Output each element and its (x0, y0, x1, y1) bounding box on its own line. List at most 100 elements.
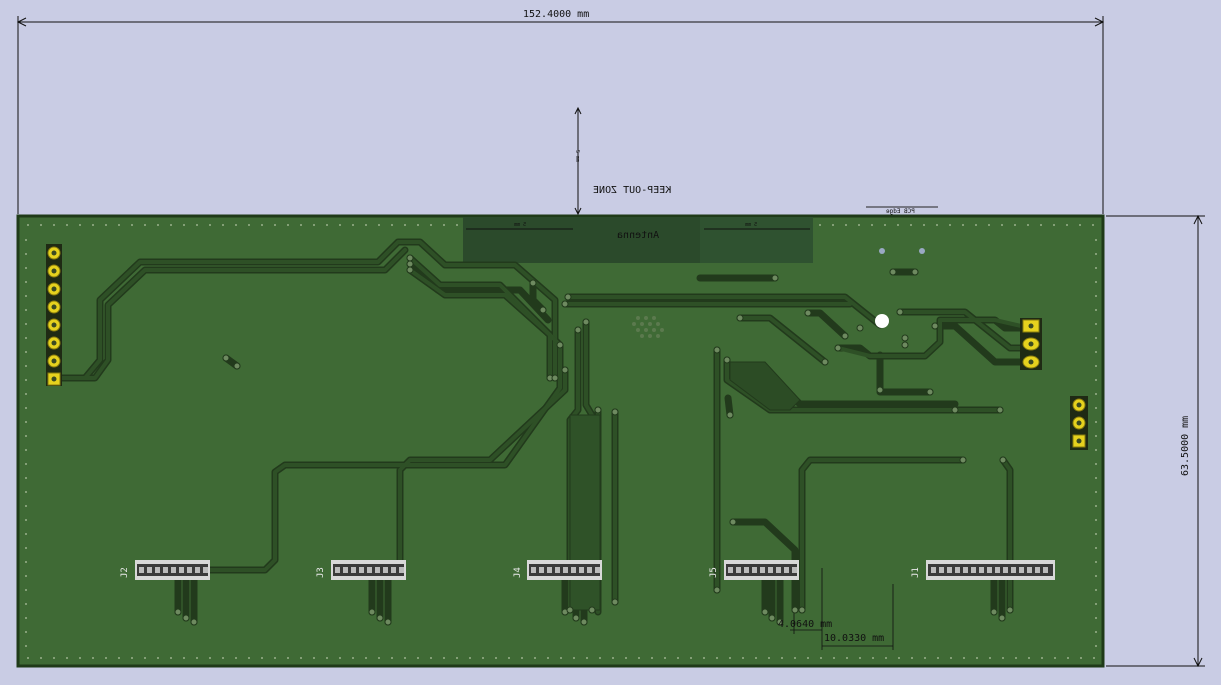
ref-j5: J5 (709, 567, 719, 578)
antenna-label: Antenna (617, 230, 660, 241)
stitch-via (25, 239, 27, 241)
keepout-depth-label: 5 mm (574, 150, 580, 163)
stitch-via (910, 224, 912, 226)
stitch-via (25, 435, 27, 437)
stitch-via (378, 224, 380, 226)
stitch-via (534, 657, 536, 659)
stitch-via (1095, 421, 1097, 423)
stitch-via (599, 657, 601, 659)
stitch-via (1095, 379, 1097, 381)
connector-j4[interactable] (527, 560, 602, 580)
test-point-1[interactable] (879, 248, 885, 254)
stitch-via (144, 657, 146, 659)
stitch-via (1014, 224, 1016, 226)
connector-j3[interactable] (331, 560, 406, 580)
stitch-via (417, 224, 419, 226)
stitching-vias (25, 224, 1097, 659)
stitch-via (287, 224, 289, 226)
stitch-via (261, 657, 263, 659)
stitch-via (1095, 505, 1097, 507)
stitch-via (1095, 323, 1097, 325)
stitch-via (79, 657, 81, 659)
board-height-label: 63.5000 mm (1180, 415, 1191, 476)
pcb-board[interactable] (16, 214, 1105, 668)
stitch-via (105, 657, 107, 659)
stitch-via (1040, 224, 1042, 226)
stitch-via (25, 323, 27, 325)
stitch-via (25, 463, 27, 465)
stitch-via (1095, 561, 1097, 563)
right-header-top[interactable] (1020, 318, 1042, 370)
stitch-via (833, 657, 835, 659)
connector-j5[interactable] (724, 560, 799, 580)
stitch-via (25, 351, 27, 353)
stitch-via (300, 224, 302, 226)
stitch-via (235, 224, 237, 226)
stitch-via (482, 657, 484, 659)
stitch-via (1095, 351, 1097, 353)
stitch-via (222, 224, 224, 226)
stitch-via (884, 224, 886, 226)
connector-j1[interactable] (926, 560, 1055, 580)
stitch-via (92, 224, 94, 226)
mounting-hole[interactable] (875, 314, 889, 328)
stitch-via (1095, 393, 1097, 395)
stitch-via (443, 224, 445, 226)
stitch-via (638, 657, 640, 659)
stitch-via (1095, 547, 1097, 549)
stitch-via (1093, 657, 1095, 659)
stitch-via (664, 657, 666, 659)
stitch-via (897, 224, 899, 226)
stitch-via (339, 657, 341, 659)
stitch-via (25, 379, 27, 381)
offset-small-label: 4.0640 mm (778, 619, 833, 630)
stitch-via (365, 657, 367, 659)
left-header[interactable] (46, 244, 62, 386)
stitch-via (1028, 657, 1030, 659)
antenna-margin-right-label: 5 mm (745, 222, 758, 228)
stitch-via (118, 224, 120, 226)
stitch-via (352, 657, 354, 659)
stitch-via (456, 657, 458, 659)
stitch-via (25, 407, 27, 409)
stitch-via (25, 309, 27, 311)
stitch-via (845, 224, 847, 226)
stitch-via (950, 657, 952, 659)
stitch-via (183, 224, 185, 226)
stitch-via (378, 657, 380, 659)
stitch-via (170, 657, 172, 659)
stitch-via (885, 657, 887, 659)
stitch-via (339, 224, 341, 226)
stitch-via (40, 224, 42, 226)
right-header-bottom[interactable] (1070, 396, 1088, 450)
stitch-via (858, 224, 860, 226)
pcb-edge-label: PCB Edge (886, 208, 915, 215)
test-point-2[interactable] (919, 248, 925, 254)
keepout-zone-label: KEEP-OUT ZONE (593, 185, 672, 196)
stitch-via (560, 657, 562, 659)
stitch-via (25, 253, 27, 255)
stitch-via (872, 657, 874, 659)
stitch-via (1095, 449, 1097, 451)
vias (174, 254, 1014, 626)
stitch-via (25, 617, 27, 619)
stitch-via (261, 224, 263, 226)
stitch-via (92, 657, 94, 659)
stitch-via (1095, 435, 1097, 437)
stitch-via (391, 657, 393, 659)
stitch-via (1041, 657, 1043, 659)
stitch-via (25, 365, 27, 367)
stitch-via (690, 657, 692, 659)
stitch-via (170, 224, 172, 226)
stitch-via (157, 224, 159, 226)
stitch-via (25, 589, 27, 591)
stitch-via (27, 657, 29, 659)
antenna-margin-left-label: 5 mm (514, 222, 527, 228)
stitch-via (976, 657, 978, 659)
connector-j2[interactable] (135, 560, 210, 580)
stitch-via (508, 657, 510, 659)
stitch-via (183, 657, 185, 659)
stitch-via (1095, 365, 1097, 367)
stitch-via (1027, 224, 1029, 226)
